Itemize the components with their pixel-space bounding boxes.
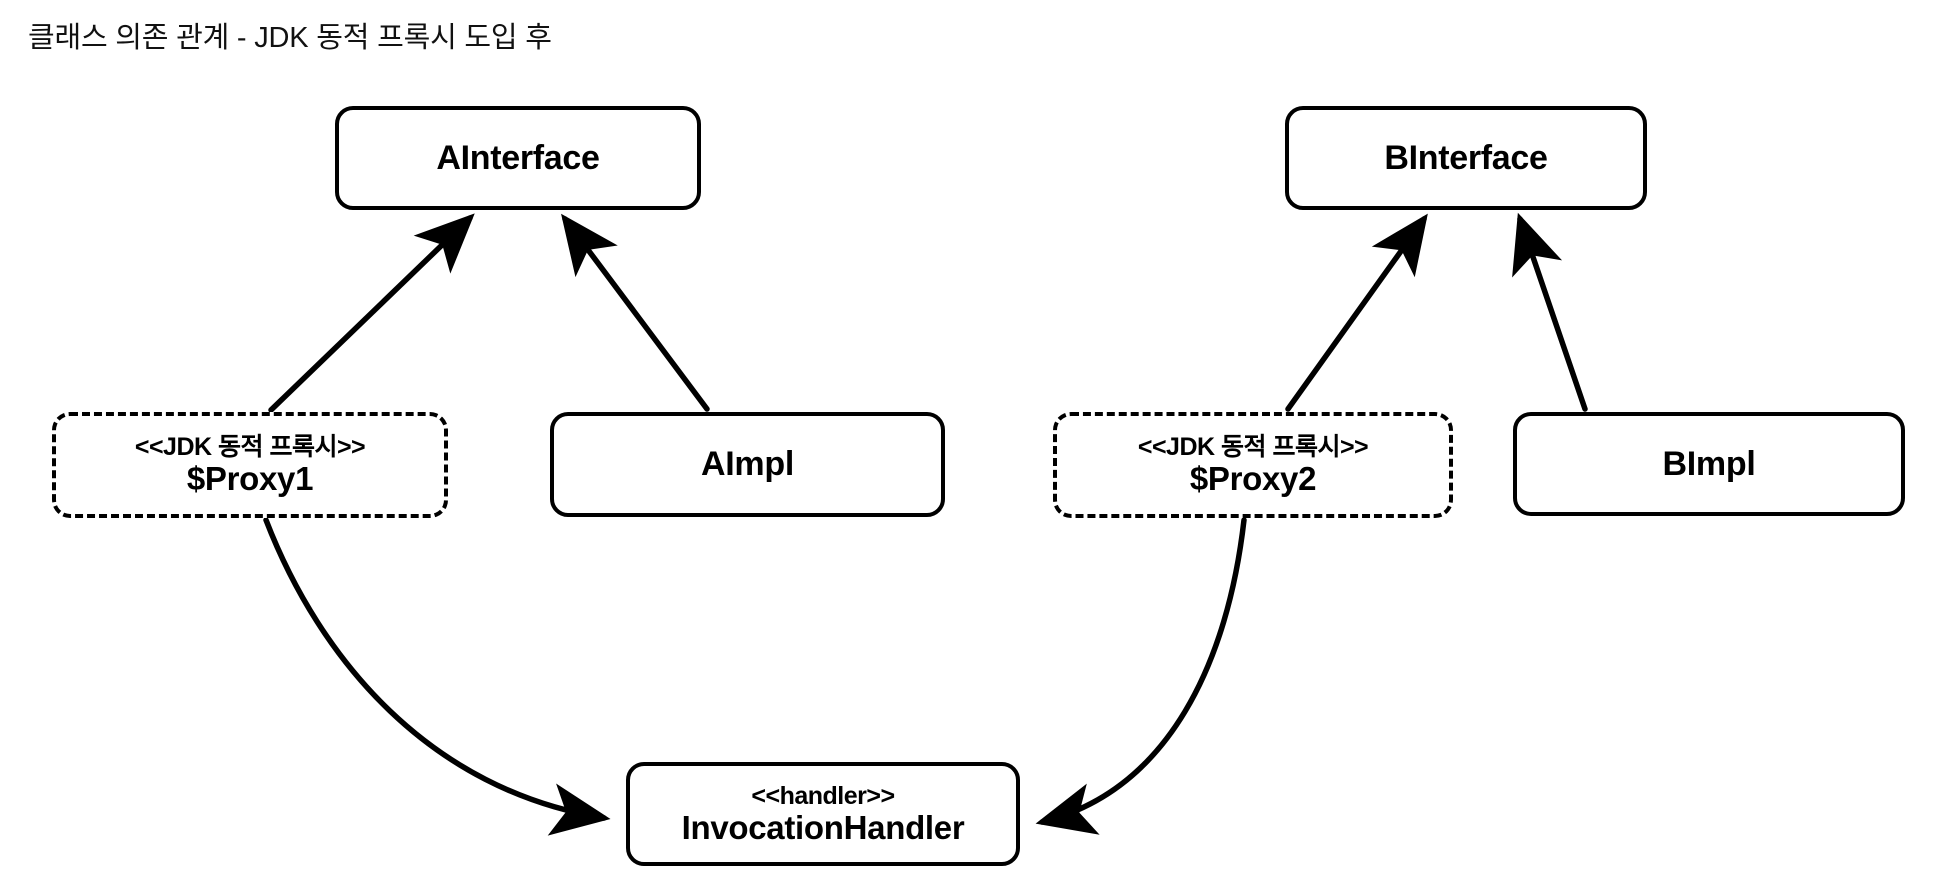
edge-proxy1-to-handler xyxy=(263,517,611,836)
page-title: 클래스 의존 관계 - JDK 동적 프록시 도입 후 xyxy=(28,22,552,54)
node-handler-stereotype: <<handler>> xyxy=(751,781,895,810)
edge-proxy2-to-handler xyxy=(1035,517,1247,835)
node-aimpl-label: AImpl xyxy=(701,445,794,484)
edge-proxy1-to-ainterface xyxy=(268,213,475,413)
node-bimpl-label: BImpl xyxy=(1662,444,1756,483)
node-proxy1[interactable]: <<JDK 동적 프록시>> $Proxy1 xyxy=(52,412,448,518)
node-proxy2-stereotype: <<JDK 동적 프록시>> xyxy=(1137,432,1369,461)
node-proxy2-label: $Proxy2 xyxy=(1189,459,1317,497)
node-binterface[interactable]: BInterface xyxy=(1285,106,1647,210)
node-ainterface-label: AInterface xyxy=(436,138,600,177)
node-proxy2[interactable]: <<JDK 동적 프록시>> $Proxy2 xyxy=(1053,412,1453,518)
edge-proxy2-to-binterface xyxy=(1285,213,1428,412)
node-ainterface[interactable]: AInterface xyxy=(335,106,701,210)
node-aimpl[interactable]: AImpl xyxy=(550,412,945,517)
node-handler[interactable]: <<handler>> InvocationHandler xyxy=(626,762,1020,866)
edge-aimpl-to-ainterface xyxy=(561,213,710,412)
node-proxy1-stereotype: <<JDK 동적 프록시>> xyxy=(134,432,366,461)
edge-bimpl-to-binterface xyxy=(1512,212,1588,412)
node-proxy1-label: $Proxy1 xyxy=(186,459,314,497)
node-handler-label: InvocationHandler xyxy=(681,808,965,846)
node-binterface-label: BInterface xyxy=(1384,138,1548,177)
node-bimpl[interactable]: BImpl xyxy=(1513,412,1905,516)
